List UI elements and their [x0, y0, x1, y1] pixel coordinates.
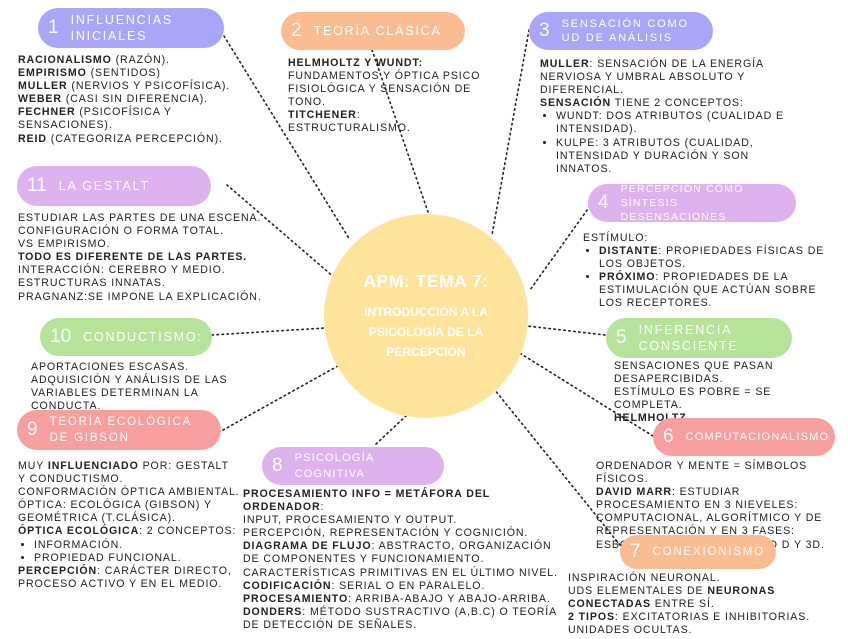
node-5-title: INFERENCIA CONSCIENTE [638, 323, 739, 353]
node-5-pill: 5 INFERENCIA CONSCIENTE [606, 318, 792, 358]
node-11-text: ESTUDIAR LAS PARTES DE UNA ESCENA. CONFI… [18, 212, 262, 303]
connector-1 [223, 35, 351, 241]
connector-10 [211, 327, 326, 336]
node-2-text: HELMHOLTZ Y WUNDT: FUNDAMENTOS Y ÓPTICA … [288, 57, 481, 135]
connector-3 [491, 29, 530, 236]
node-8-pill: 8 PSICOLOGÍA COGNITIVA [262, 447, 444, 485]
node-10-number: 10 [50, 326, 72, 347]
node-11-pill: 11 LA GESTALT [17, 166, 211, 206]
node-3-bullet: WUNDT: DOS ATRIBUTOS (CUALIDAD E INTENSI… [556, 110, 798, 136]
central-title: APM: TEMA 7: [363, 270, 489, 291]
node-5-number: 5 [616, 327, 627, 348]
node-9-bullet: PROPIEDAD FUNCIONAL. [34, 552, 240, 565]
node-1-number: 1 [48, 17, 59, 38]
node-7-pill: 7 CONEXIONISMO [620, 535, 776, 569]
node-2-number: 2 [291, 20, 302, 41]
node-11-title: LA GESTALT [58, 179, 150, 193]
node-1-title: INFLUENCIAS INICIALES [70, 13, 174, 43]
node-4-number: 4 [598, 192, 609, 213]
node-3-pill: 3 SENSACIÓN COMO UD DE ANÁLISIS [529, 12, 713, 50]
node-2-title: TEORÍA CLÁSICA [313, 24, 442, 38]
connector-4 [529, 205, 591, 291]
node-8-title: PSICOLOGÍA COGNITIVA [294, 452, 374, 480]
connector-8 [375, 413, 409, 445]
node-7-title: CONEXIONISMO [652, 546, 765, 558]
node-2-pill: 2 TEORÍA CLÁSICA [281, 12, 465, 50]
node-6-pill: 6 COMPUTACIONALISMO [653, 418, 835, 456]
node-4-bullet: DISTANTE: PROPIEDADES FÍSICAS DE LOS OBJ… [599, 245, 831, 271]
node-1-pill: 1 INFLUENCIAS INICIALES [38, 8, 224, 48]
node-3-number: 3 [539, 20, 550, 41]
node-9-pill: 9 TEORÍA ECOLÓGICA DE GIBSON [17, 410, 221, 450]
node-3-text: MULLER: SENSACIÓN DE LA ENERGÍA NERVIOSA… [540, 58, 798, 176]
node-8-text: PROCESAMIENTO INFO = METÁFORA DEL ORDENA… [243, 488, 558, 631]
node-4-pill: 4 PERCEPCIÓN COMO SÍNTESIS DESENSACIONES [588, 183, 796, 223]
node-9-title: TEORÍA ECOLÓGICA DE GIBSON [49, 416, 192, 444]
central-subtitle: INTRODUCCIÓN A LA PSICOLOGÍA DE LA PERCE… [364, 304, 488, 359]
node-10-title: CONDUCTISMO: [83, 330, 203, 344]
node-10-text: APORTACIONES ESCASAS. ADQUISICIÓN Y ANÁL… [31, 361, 228, 413]
node-1-text: RACIONALISMO (RAZÓN). EMPIRISMO (SENTIDO… [18, 54, 231, 145]
node-8-number: 8 [272, 455, 283, 476]
node-6-text: ORDENADOR Y MENTE = SÍMBOLOS FÍSICOS. DA… [596, 460, 825, 551]
connector-2 [371, 49, 429, 213]
node-9-text: MUY INFLUENCIADO POR: GESTALT Y CONDUCTI… [18, 460, 240, 591]
node-4-bullet: PRÓXIMO: PROPIEDADES DE LA ESTIMULACIÓN … [599, 271, 831, 310]
node-9-number: 9 [27, 419, 38, 440]
node-4-title: PERCEPCIÓN COMO SÍNTESIS DESENSACIONES [620, 183, 744, 223]
central-topic: APM: TEMA 7: INTRODUCCIÓN A LA PSICOLOGÍ… [324, 214, 528, 418]
node-6-number: 6 [663, 426, 674, 447]
node-7-text: INSPIRACIÓN NEURONAL. UDS ELEMENTALES DE… [568, 572, 811, 637]
node-5-text: SENSACIONES QUE PASAN DESAPERCIBIDAS. ES… [614, 360, 774, 425]
connector-9 [222, 361, 346, 431]
node-10-pill: 10 CONDUCTISMO: [40, 318, 212, 356]
connector-5 [526, 325, 606, 336]
node-11-number: 11 [27, 175, 47, 196]
node-3-title: SENSACIÓN COMO UD DE ANÁLISIS [561, 18, 689, 44]
connector-7 [489, 383, 621, 546]
node-3-bullet: KULPE: 3 ATRIBUTOS (CUALIDAD, INTENSIDAD… [556, 137, 798, 176]
connector-11 [226, 184, 336, 279]
connector-6 [517, 351, 654, 437]
node-6-title: COMPUTACIONALISMO [685, 431, 830, 443]
node-4-text: ESTÍMULO: DISTANTE: PROPIEDADES FÍSICAS … [583, 232, 831, 311]
node-7-number: 7 [630, 541, 641, 562]
node-9-bullet: INFORMACIÓN. [34, 539, 240, 552]
